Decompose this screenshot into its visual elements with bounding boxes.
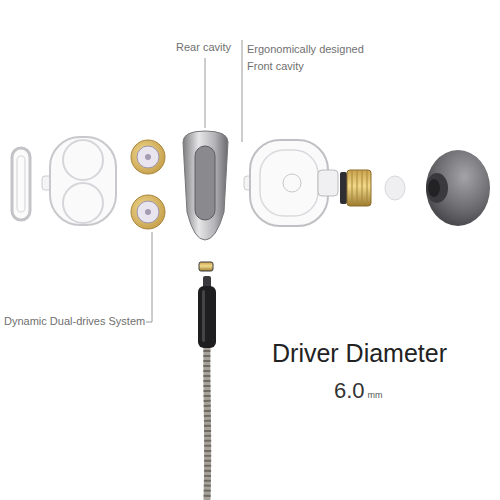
spec-title: Driver Diameter xyxy=(272,338,447,368)
part-label: Dynamic Dual-drives System xyxy=(4,315,145,328)
sound-nozzle xyxy=(340,170,371,206)
filter-disc xyxy=(385,176,405,200)
cover-ring xyxy=(12,148,30,220)
part-label: Rear cavity xyxy=(176,41,231,54)
ear-tip xyxy=(426,150,490,226)
leader-lines xyxy=(146,40,242,322)
part-label: Ergonomically designed Front cavity xyxy=(247,41,382,74)
front-cavity xyxy=(244,140,338,226)
connector-pin xyxy=(199,262,213,271)
rear-cavity-shell xyxy=(183,131,228,240)
cable xyxy=(198,276,216,500)
back-cover xyxy=(50,137,116,225)
spec-value: 6.0 xyxy=(334,378,365,404)
dual-drivers xyxy=(131,140,165,229)
spec-unit: mm xyxy=(368,390,383,401)
